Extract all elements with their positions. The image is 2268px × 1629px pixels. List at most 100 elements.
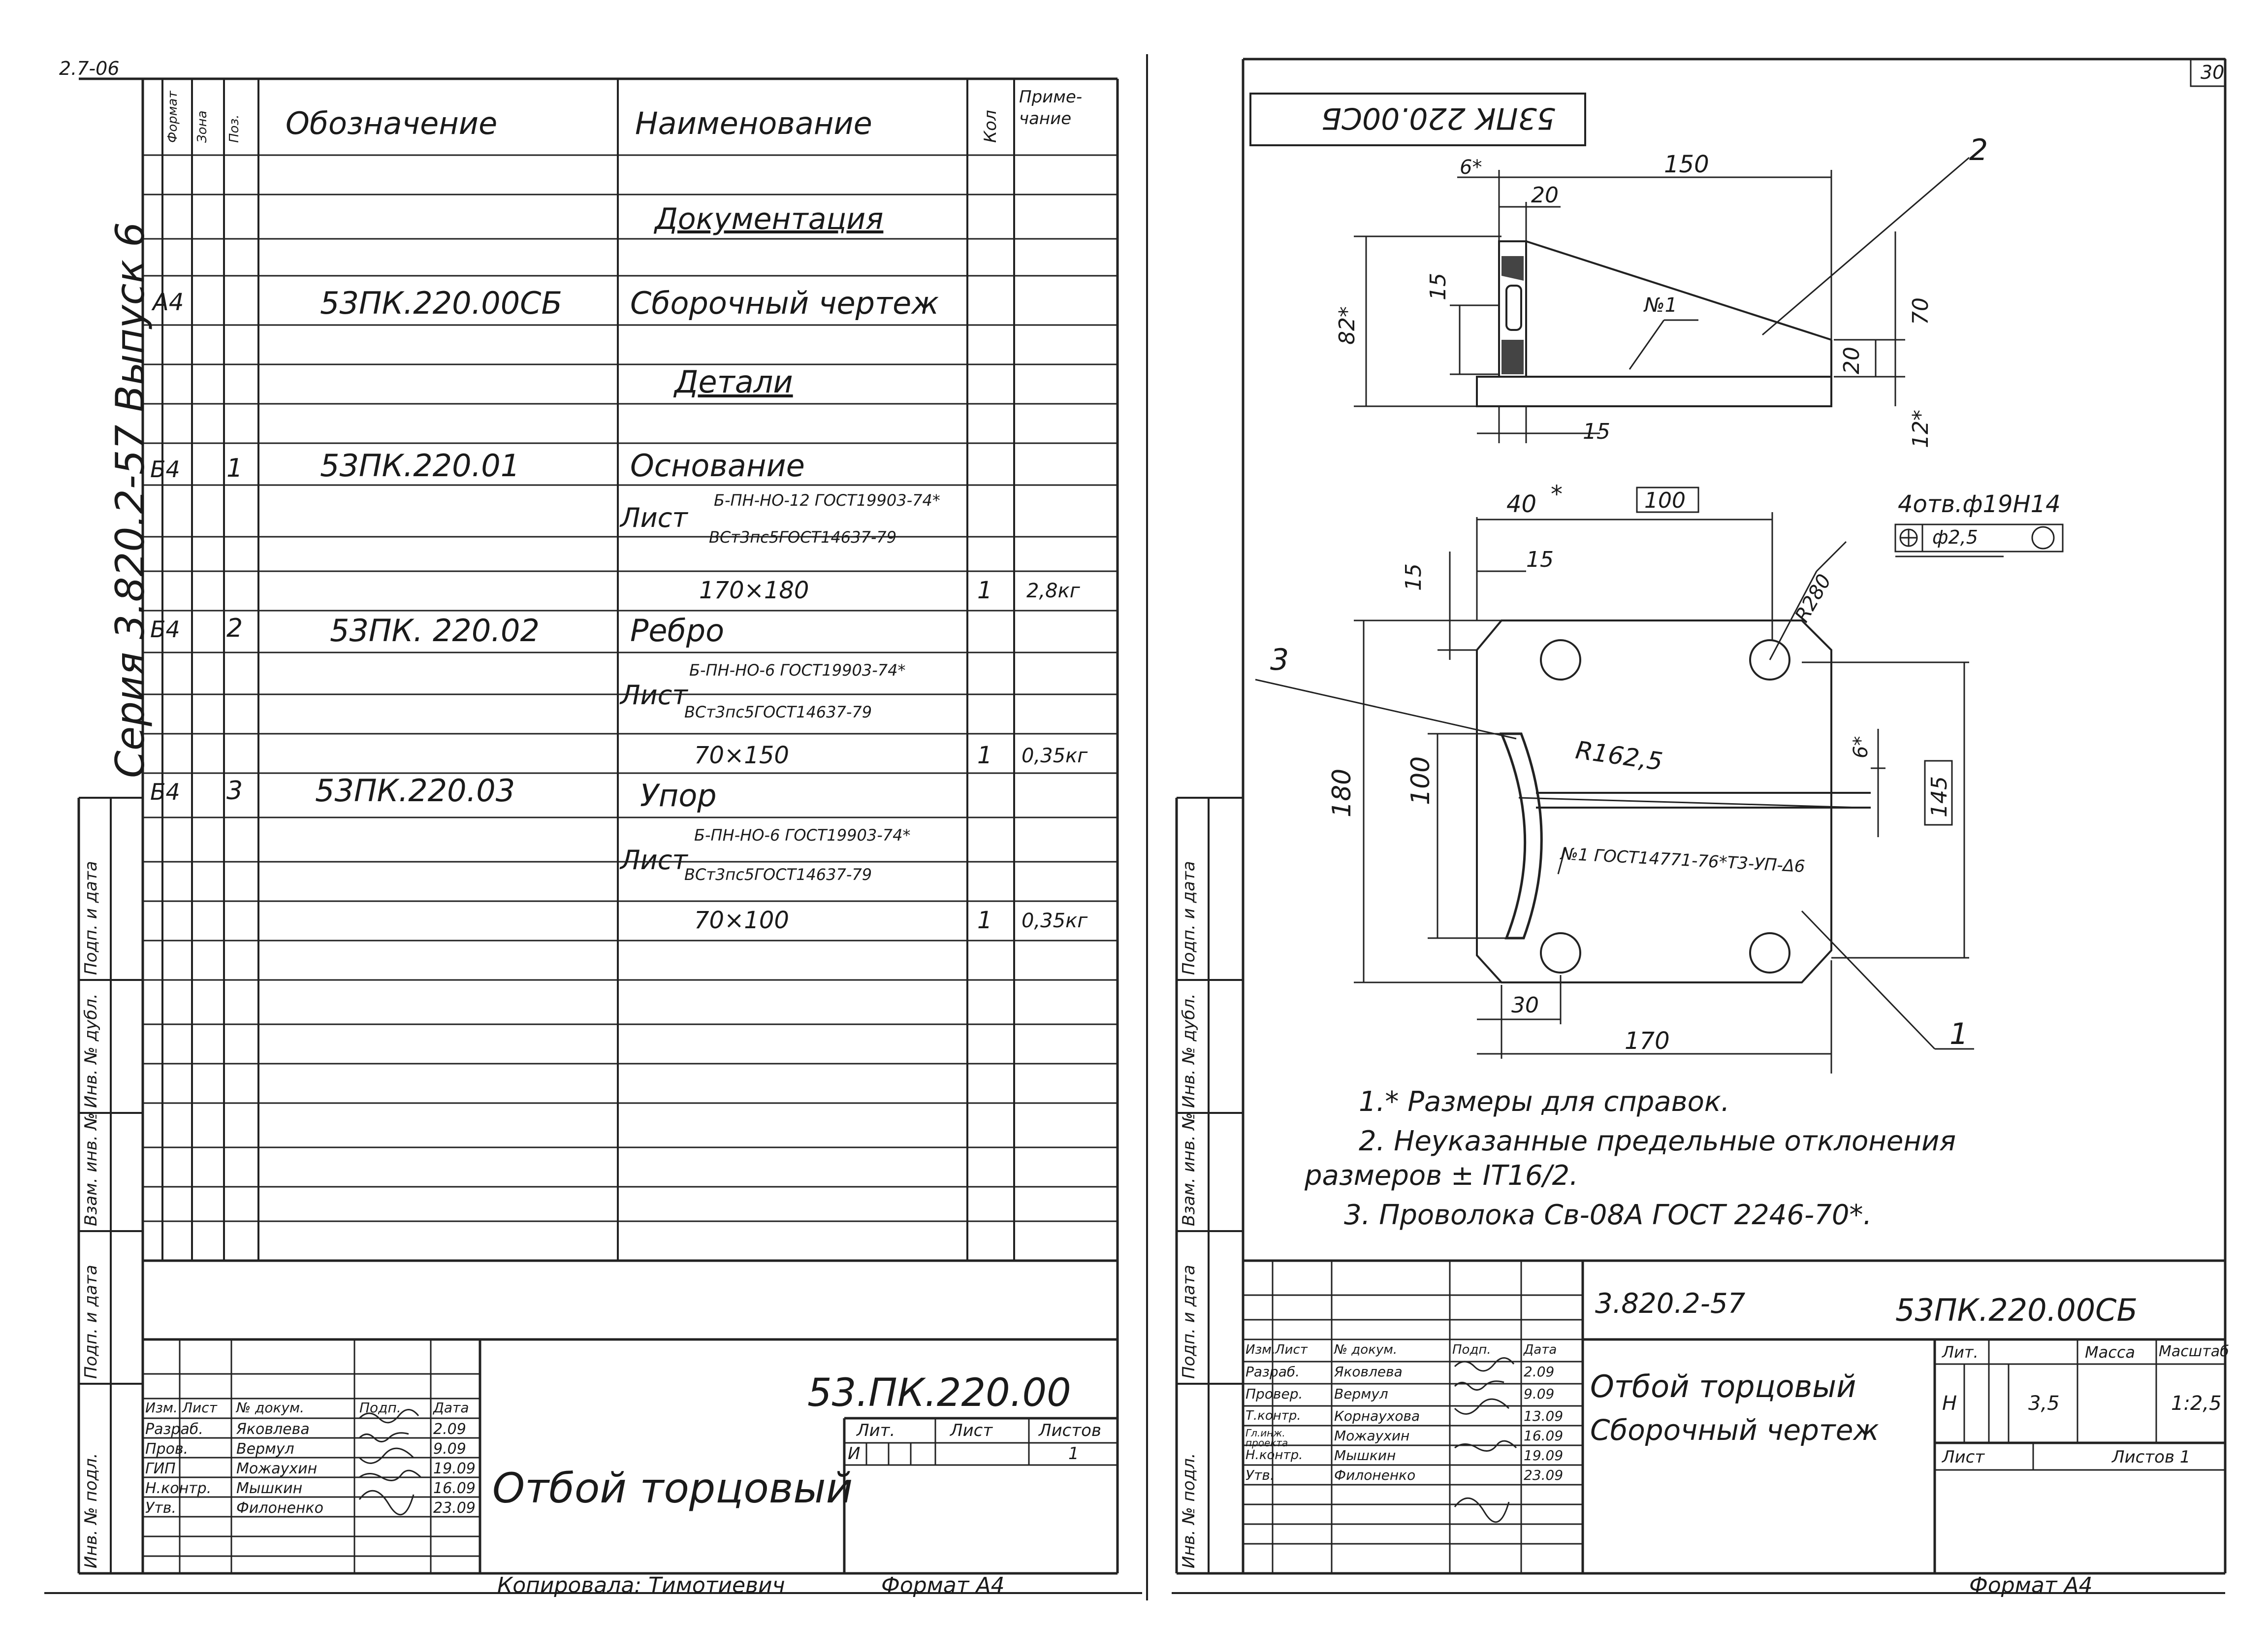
plan-dims [1255,512,2004,1074]
position-tolerance: ф2,5 [1932,526,1978,548]
material-spec: Б-ПН-НО-12 ГОСТ19903-74* [714,491,940,510]
dim-12: 12* [1908,410,1933,448]
series-vertical: Серия 3.820.2-57 Выпуск 6 [107,222,153,778]
rtb-sheets-label: Листов 1 [2112,1447,2191,1467]
page-number: 30 [2201,62,2225,83]
dim-15d: 15 [1401,563,1426,591]
dim-145-box: 145 [1927,776,1952,817]
dim-82: 82* [1335,306,1360,345]
steel-grade: ВСт3пс5ГОСТ14637-79 [684,703,872,721]
rtb-date: 19.09 [1524,1447,1564,1464]
rtb-title-1: Отбой торцовый [1590,1368,1856,1404]
rtb-head: Лист [1275,1342,1308,1357]
dim-15b: 15 [1583,419,1610,444]
rtb-head: Изм. [1246,1342,1276,1357]
tb-code: 53.ПК.220.00 [807,1371,1071,1415]
tb-title: Отбой торцовый [492,1464,853,1512]
tb-sheets-head: Листов [1039,1421,1102,1440]
part-mass: 0,35кг [1022,910,1088,932]
format-label-right: Формат А4 [1969,1573,2093,1598]
dim-20b: 20 [1839,347,1864,374]
rtb-date: 16.09 [1524,1428,1564,1444]
rotated-code: 53ПК 220.00СБ [1321,101,1556,135]
rtb-person: Мышкин [1334,1447,1396,1464]
dim-180: 180 [1327,768,1357,817]
part-format: Б4 [150,616,180,643]
note-2: 2. Неуказанные предельные отклонения [1359,1125,1956,1157]
tb-sheets: 1 [1068,1444,1079,1464]
rtb-date: 23.09 [1524,1467,1564,1483]
material-label: Лист [620,845,688,876]
stamp-sign-date-2: Подп. и дата [81,1265,101,1379]
hdr-name: Наименование [635,105,872,141]
stamp-orig-inv: Инв. № подл. [1179,1453,1199,1568]
note-3: 3. Проволока Св-08А ГОСТ 2246-70*. [1344,1199,1872,1231]
tb-date: 9.09 [433,1440,466,1458]
hdr-pos: Поз. [227,114,242,143]
hdr-qty: Кол [981,110,1000,143]
top-dims [1354,157,1970,443]
part-mass: 0,35кг [1022,745,1088,767]
dim-150: 150 [1664,151,1709,178]
part-qty: 1 [977,577,992,604]
format-label-left: Формат А4 [881,1573,1005,1598]
dim-20: 20 [1531,183,1559,208]
rtb-head: Дата [1524,1342,1557,1357]
tb-role: Пров. [145,1440,189,1458]
dim-6: 6* [1460,156,1482,179]
copied-by: Копировала: Тимотиевич [497,1573,785,1598]
stamp-replace-inv: Взам. инв. № [1179,1112,1199,1226]
part-pos: 3 [226,776,243,806]
rtb-series: 3.820.2-57 [1595,1288,1746,1320]
part-designation: 53ПК. 220.02 [330,613,540,649]
rtb-mass: 3,5 [2028,1392,2060,1415]
dim-170: 170 [1625,1027,1670,1055]
rtb-person: Яковлева [1334,1364,1403,1380]
tb-lit-head: Лит. [857,1421,895,1440]
rtb-sheet-label: Лист [1942,1447,1985,1467]
rtb-mass-head: Масса [2085,1343,2136,1362]
stamp-sign-date: Подп. и дата [1179,861,1199,975]
rtb-date: 2.09 [1524,1364,1555,1380]
tb-role: Разраб. [145,1421,203,1438]
part-pos: 2 [226,614,243,643]
rtb-code: 53ПК.220.00СБ [1895,1292,2138,1328]
plan-view [1476,619,1871,983]
rtb-date: 13.09 [1524,1408,1564,1424]
dim-100-box: 100 [1644,488,1686,513]
tb-head: Подп. [359,1400,401,1416]
note-2-cont: размеров ± IT16/2. [1305,1160,1578,1192]
doc-format: А4 [153,289,184,316]
rtb-role: Провер. [1246,1386,1303,1402]
stamp-dup-inv: Инв. № дубл. [1179,993,1199,1108]
rtb-lit-head: Лит. [1942,1343,1979,1362]
hdr-zone: Зона [195,110,210,143]
part-format: Б4 [150,456,180,483]
stamp-dup-inv: Инв. № дубл. [81,993,101,1108]
rtb-role: Гл.инж. проекта [1246,1427,1288,1449]
tb-role: ГИП [145,1460,176,1477]
part-qty: 1 [977,742,992,769]
rtb-scale: 1:2,5 [2171,1392,2222,1415]
doc-designation: 53ПК.220.00СБ [320,285,563,321]
dim-100: 100 [1406,756,1436,805]
callout-2: 2 [1969,133,1988,167]
doc-name: Сборочный чертеж [630,285,939,321]
tb-head: Дата [433,1400,469,1416]
rtb-lit: Н [1942,1392,1957,1415]
dim-70: 70 [1908,297,1933,325]
dim-40: 40 [1506,490,1537,518]
tb-head: Изм. [145,1400,178,1416]
tb-person: Филоненко [236,1499,324,1517]
section-docs: Документация [655,202,884,236]
left-frame [77,77,1119,1575]
rtb-role: Т.контр. [1246,1408,1301,1423]
tb-role: Н.контр. [145,1480,212,1497]
hdr-designation: Обозначение [286,105,498,141]
part-name: Основание [630,448,805,484]
material-spec: Б-ПН-НО-6 ГОСТ19903-74* [694,826,911,845]
corner-mark: 2.7-06 [59,58,120,79]
section-parts: Детали [674,364,793,400]
part-designation: 53ПК.220.03 [315,773,515,809]
part-size: 70×150 [694,742,789,769]
